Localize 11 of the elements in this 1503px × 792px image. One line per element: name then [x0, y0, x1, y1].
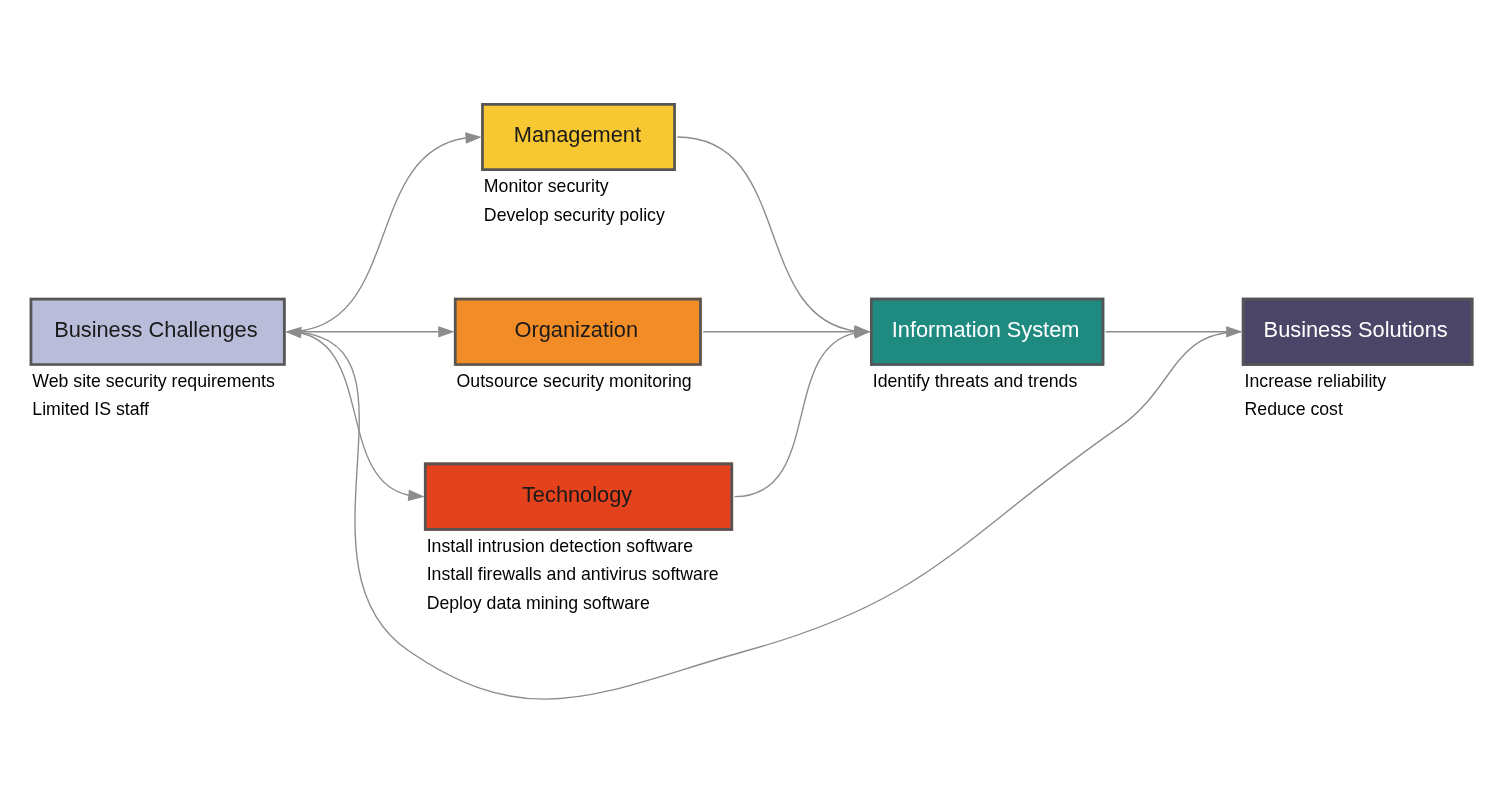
node-label: Outsource security monitoring	[456, 370, 692, 391]
node-label: Install intrusion detection software	[426, 535, 694, 556]
node-label: Identify threats and trends	[872, 370, 1078, 391]
node-label: Web site security requirements	[32, 370, 275, 391]
node-label: Limited IS staff	[32, 398, 150, 419]
node-label: Monitor security	[483, 175, 609, 196]
node-label: Increase reliability	[1244, 370, 1387, 391]
node-label: Deploy data mining software	[426, 592, 650, 613]
node-label: Reduce cost	[1244, 398, 1343, 419]
node-label: Develop security policy	[483, 204, 665, 225]
node-label: Install firewalls and antivirus software	[426, 563, 719, 584]
